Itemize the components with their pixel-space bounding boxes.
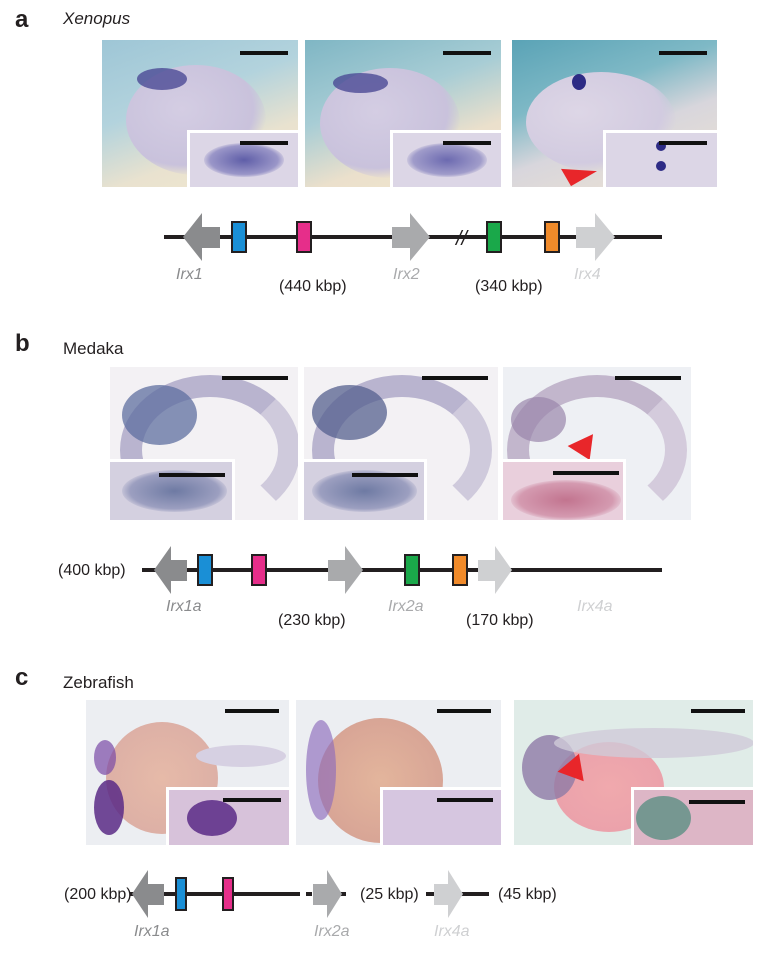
element-blue xyxy=(231,221,247,253)
medaka-inset-3 xyxy=(503,459,626,520)
element-green xyxy=(486,221,502,253)
medaka-embryo-image-2 xyxy=(304,367,498,520)
species-title-xenopus: Xenopus xyxy=(63,9,131,28)
scale-bar xyxy=(422,376,488,380)
scale-bar xyxy=(443,51,491,55)
distance-label: (25 kbp) xyxy=(360,886,419,903)
distance-label: (340 kbp) xyxy=(475,278,543,295)
gene-label-irx1a: Irx1a xyxy=(166,598,202,615)
species-title-medaka: Medaka xyxy=(63,339,124,358)
scale-bar xyxy=(437,709,491,713)
gene-label-irx2: Irx2 xyxy=(393,266,420,283)
medaka-embryo-image-3 xyxy=(503,367,691,520)
xenopus-locus-diagram: // xyxy=(164,213,662,261)
distance-label: (45 kbp) xyxy=(498,886,557,903)
element-green xyxy=(404,554,420,586)
break-mark: // xyxy=(454,228,470,250)
xenopus-inset-1 xyxy=(187,130,298,187)
distance-label: (170 kbp) xyxy=(466,612,534,629)
zebrafish-embryo-image-2 xyxy=(296,700,501,845)
element-magenta xyxy=(222,877,234,911)
gene-arrow-irx1a-icon xyxy=(132,870,164,918)
element-blue xyxy=(175,877,187,911)
distance-label: (440 kbp) xyxy=(279,278,347,295)
scale-bar xyxy=(223,798,281,802)
xenopus-embryo-image-1 xyxy=(102,40,298,187)
scale-bar xyxy=(659,141,707,145)
zebrafish-inset-1 xyxy=(166,787,289,845)
distance-label: (230 kbp) xyxy=(278,612,346,629)
gene-arrow-irx4a-icon xyxy=(434,870,463,918)
scale-bar xyxy=(240,51,288,55)
gene-arrow-irx4-icon xyxy=(576,213,615,261)
scale-bar xyxy=(691,709,745,713)
gene-arrow-irx2a-icon xyxy=(328,546,363,594)
gene-label-irx4a: Irx4a xyxy=(434,923,470,940)
zebrafish-inset-3 xyxy=(631,787,753,845)
panel-label-a: a xyxy=(15,6,29,33)
gene-arrow-irx1-icon xyxy=(183,213,220,261)
gene-arrow-irx4a-icon xyxy=(478,546,512,594)
element-blue xyxy=(197,554,213,586)
panel-label-c: c xyxy=(15,664,29,691)
gene-arrow-irx1a-icon xyxy=(154,546,187,594)
gene-arrow-irx2a-icon xyxy=(313,870,342,918)
scale-bar xyxy=(615,376,681,380)
scale-bar xyxy=(689,800,745,804)
element-magenta xyxy=(251,554,267,586)
gene-arrow-irx2-icon xyxy=(392,213,430,261)
panel-label-b: b xyxy=(15,330,30,357)
scale-bar xyxy=(222,376,288,380)
scale-bar xyxy=(553,471,619,475)
scale-bar xyxy=(659,51,707,55)
xenopus-inset-3 xyxy=(603,130,717,187)
medaka-embryo-image-1 xyxy=(110,367,298,520)
scale-bar xyxy=(437,798,493,802)
xenopus-inset-2 xyxy=(390,130,501,187)
gene-label-irx2a: Irx2a xyxy=(314,923,350,940)
distance-label: (200 kbp) xyxy=(64,886,132,903)
element-orange xyxy=(452,554,468,586)
scale-bar xyxy=(159,473,225,477)
medaka-inset-1 xyxy=(110,459,235,520)
zebrafish-embryo-image-3 xyxy=(514,700,753,845)
scale-bar xyxy=(240,141,288,145)
gene-label-irx4: Irx4 xyxy=(574,266,601,283)
xenopus-embryo-image-2 xyxy=(305,40,501,187)
element-orange xyxy=(544,221,560,253)
medaka-inset-2 xyxy=(304,459,427,520)
gene-label-irx4a: Irx4a xyxy=(577,598,613,615)
zebrafish-embryo-image-1 xyxy=(86,700,289,845)
species-title-zebrafish: Zebrafish xyxy=(63,673,134,692)
distance-label: (400 kbp) xyxy=(58,562,126,579)
scale-bar xyxy=(225,709,279,713)
element-magenta xyxy=(296,221,312,253)
scale-bar xyxy=(352,473,418,477)
gene-label-irx1a: Irx1a xyxy=(134,923,170,940)
gene-label-irx2a: Irx2a xyxy=(388,598,424,615)
zebrafish-locus-diagram xyxy=(130,870,489,918)
medaka-locus-diagram xyxy=(142,546,662,594)
scale-bar xyxy=(443,141,491,145)
xenopus-embryo-image-3 xyxy=(512,40,717,187)
zebrafish-inset-2 xyxy=(380,787,501,845)
gene-label-irx1: Irx1 xyxy=(176,266,203,283)
